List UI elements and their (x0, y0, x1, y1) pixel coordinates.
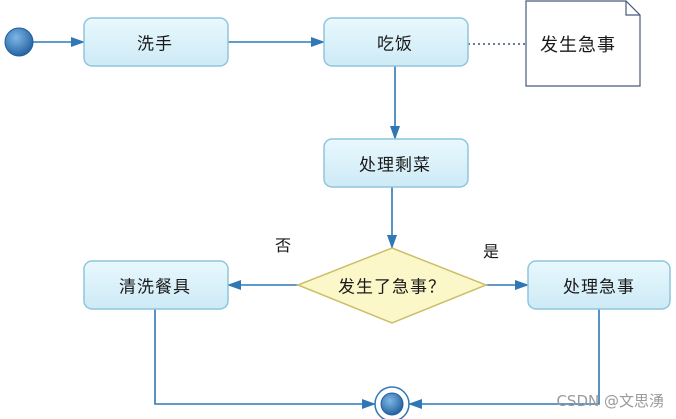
branch-no-label: 否 (274, 236, 292, 255)
note-label: 发生急事 (540, 35, 616, 56)
node-clean-dishes (83, 260, 229, 310)
edges-layer (33, 37, 600, 409)
node-leftovers (323, 138, 469, 188)
node-clean-dishes-label: 清洗餐具 (119, 277, 191, 298)
node-wash-hands (83, 17, 229, 67)
watermark: CSDN @文思湧 (556, 392, 664, 410)
note-fold (625, 1, 640, 16)
decision-label: 发生了急事？ (338, 277, 446, 298)
edge-urgent-to-end (408, 309, 600, 409)
decision-diamond (295, 247, 489, 324)
node-eat (323, 17, 469, 67)
node-handle-urgent (527, 260, 671, 310)
note-box (525, 0, 641, 87)
start-node (4, 27, 34, 57)
node-eat-label: 吃饭 (377, 34, 413, 55)
end-node-dot (380, 392, 404, 416)
edge-clean-to-end (154, 309, 376, 409)
node-handle-urgent-label: 处理急事 (563, 277, 635, 298)
branch-yes-label: 是 (482, 242, 500, 261)
node-wash-hands-label: 洗手 (137, 34, 173, 55)
shapes-layer (4, 0, 671, 419)
node-leftovers-label: 处理剩菜 (359, 155, 431, 176)
